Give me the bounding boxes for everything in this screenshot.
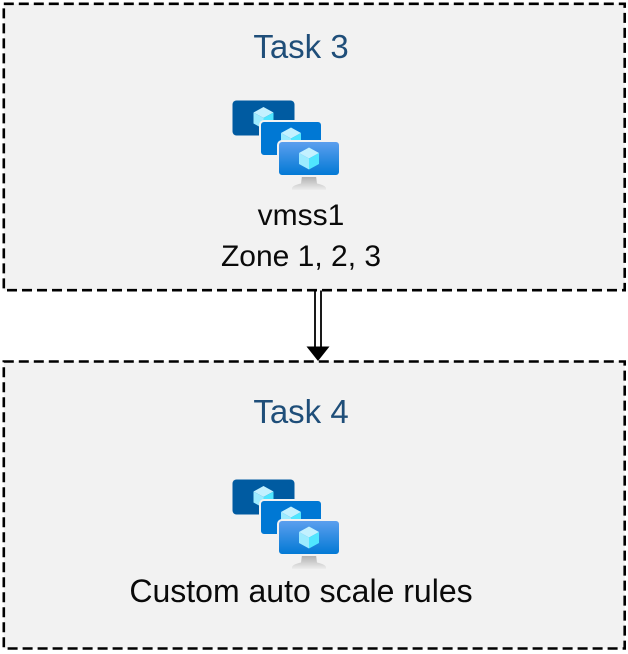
task4-caption: Custom auto scale rules — [2, 571, 626, 612]
vm-scale-sets-icon — [232, 479, 340, 571]
autoscale-rules-label: Custom auto scale rules — [129, 573, 473, 609]
down-arrow-icon — [306, 290, 330, 361]
task4-title: Task 4 — [253, 393, 349, 430]
task3-caption: vmss1 Zone 1, 2, 3 — [2, 195, 626, 277]
vmss-name-label: vmss1 — [257, 199, 345, 232]
zones-label: Zone 1, 2, 3 — [220, 240, 382, 273]
vm-scale-sets-icon — [232, 100, 340, 192]
task3-title: Task 3 — [253, 28, 349, 65]
